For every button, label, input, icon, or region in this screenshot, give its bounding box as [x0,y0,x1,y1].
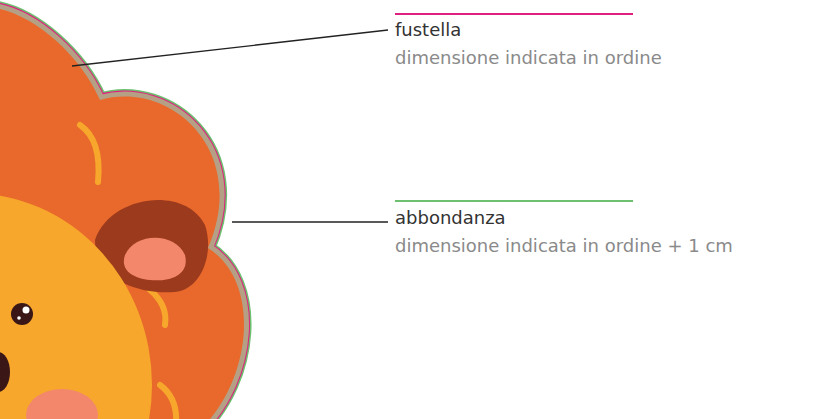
bleed-line-sample [395,200,633,202]
callout-note: dimensione indicata in ordine + 1 cm [395,235,733,257]
leader-line [232,221,388,222]
lion-face [0,125,208,419]
cut-line-sample [395,13,633,15]
callout-note: dimensione indicata in ordine [395,47,662,69]
leader-line [72,30,388,66]
callout-title: abbondanza [395,207,506,229]
callout-title: fustella [395,19,461,41]
